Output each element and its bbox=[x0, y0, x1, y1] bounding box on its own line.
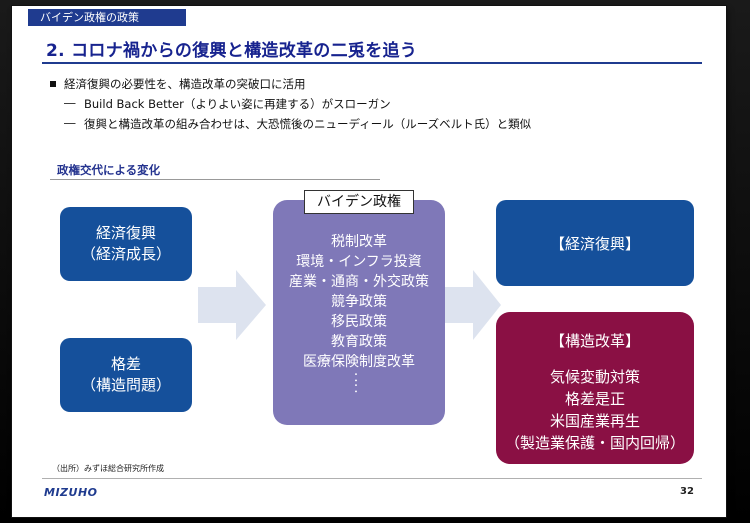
box-line: （経済成長） bbox=[80, 245, 171, 263]
arrow-right-icon bbox=[445, 270, 501, 340]
policy-ellipsis: ： bbox=[352, 381, 365, 395]
section-tab: バイデン政権の政策 bbox=[28, 9, 186, 26]
bullet-sub-2: 復興と構造改革の組み合わせは、大恐慌後のニューディール（ルーズベルト氏）と類似 bbox=[84, 117, 532, 131]
reform-item: 格差是正 bbox=[564, 390, 625, 408]
box-result-economic-recovery: 【経済復興】 bbox=[496, 200, 694, 286]
box-economic-recovery: 経済復興 （経済成長） bbox=[60, 207, 192, 281]
box-inequality: 格差 （構造問題） bbox=[60, 338, 192, 412]
biden-policies-box bbox=[273, 200, 445, 425]
box-line: 格差 bbox=[110, 355, 141, 373]
reform-item: 気候変動対策 bbox=[549, 368, 640, 386]
title-divider bbox=[42, 62, 702, 64]
biden-administration-label: バイデン政権 bbox=[304, 190, 414, 214]
policy-item: 税制改革 bbox=[331, 234, 387, 250]
box-line: 経済復興 bbox=[95, 224, 156, 242]
bullet-dash: ― bbox=[64, 116, 76, 130]
box-line: （構造問題） bbox=[80, 376, 171, 394]
arrow-right-icon bbox=[198, 270, 266, 340]
bullet-dash: ― bbox=[64, 96, 76, 110]
policy-item: 競争政策 bbox=[331, 294, 387, 310]
bullet-sub-1: Build Back Better（よりよい姿に再建する）がスローガン bbox=[84, 97, 391, 111]
page-title: 2. コロナ禍からの復興と構造改革の二兎を追う bbox=[46, 41, 418, 61]
page-number: 32 bbox=[680, 486, 694, 497]
reform-item: （製造業保護・国内回帰） bbox=[504, 434, 685, 452]
mizuho-logo: MIZUHO bbox=[44, 486, 98, 499]
section-divider bbox=[50, 179, 380, 180]
policy-item: 教育政策 bbox=[331, 334, 387, 350]
bullet-main: 経済復興の必要性を、構造改革の突破口に活用 bbox=[64, 77, 306, 91]
reform-item: 米国産業再生 bbox=[549, 412, 640, 430]
box-title: 【経済復興】 bbox=[549, 234, 640, 253]
policy-item: 産業・通商・外交政策 bbox=[289, 274, 429, 290]
source-note: （出所）みずほ総合研究所作成 bbox=[52, 464, 164, 473]
section-heading: 政権交代による変化 bbox=[57, 163, 161, 177]
policy-item: 移民政策 bbox=[331, 314, 387, 330]
policy-item: 環境・インフラ投資 bbox=[296, 254, 422, 270]
policy-item: 医療保険制度改革 bbox=[303, 354, 415, 370]
policy-list: 税制改革 環境・インフラ投資 産業・通商・外交政策 競争政策 移民政策 教育政策… bbox=[273, 232, 445, 394]
box-title: 【構造改革】 bbox=[549, 332, 640, 350]
bullet-square-icon bbox=[50, 81, 56, 87]
policy-ellipsis: ： bbox=[352, 370, 365, 384]
footer-divider bbox=[42, 478, 702, 479]
box-result-structural-reform: 【構造改革】 気候変動対策 格差是正 米国産業再生 （製造業保護・国内回帰） bbox=[496, 312, 694, 464]
